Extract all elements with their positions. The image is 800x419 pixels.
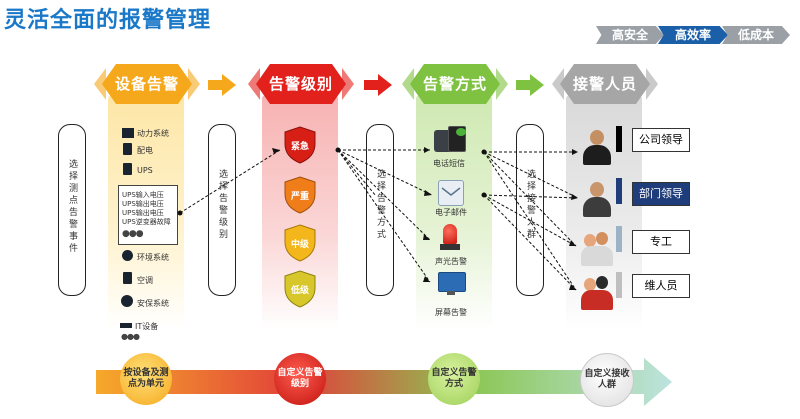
environment-icon	[122, 250, 133, 261]
level-severe-shield[interactable]: 严重	[283, 176, 317, 214]
device-power-system: 动力系统	[137, 129, 169, 138]
alarm-light-icon	[440, 224, 460, 252]
device-air-conditioner: 空调	[137, 276, 153, 285]
page-title: 灵活全面的报警管理	[4, 8, 212, 33]
person-icon	[582, 182, 612, 218]
arrow-right-icon	[208, 74, 236, 96]
receiver-engineer: 专工	[632, 230, 690, 254]
level-urgent-shield[interactable]: 紧急	[283, 126, 317, 164]
ellipsis-dots-icon: ●●●	[122, 229, 144, 239]
it-device-icon	[120, 323, 132, 328]
email-icon	[438, 180, 464, 206]
process-arrow	[96, 358, 672, 406]
header-receivers: 接警人员	[552, 60, 658, 108]
header-alarm-level: 告警级别	[248, 60, 354, 108]
group-icon	[580, 232, 614, 268]
bracket-select-events: 选择测点告警事件	[58, 124, 86, 296]
step-custom-level: 自定义告警级别	[274, 353, 326, 405]
ups-alarm-box: UPS输入电压 UPS输出电压 UPS输出电压 UPS逆变器故障 ●●●	[118, 185, 178, 245]
device-distribution: 配电	[137, 146, 153, 155]
person-icon	[582, 130, 612, 166]
arrow-right-icon	[364, 74, 392, 96]
level-medium-shield[interactable]: 中级	[283, 224, 317, 262]
level-low-shield[interactable]: 低级	[283, 270, 317, 308]
ellipsis-dots-icon: ●●●	[121, 332, 140, 341]
step-device-unit: 按设备及测点为单元	[120, 353, 172, 405]
group-icon	[580, 276, 614, 312]
header-alarm-method: 告警方式	[402, 60, 508, 108]
receiver-company-leader: 公司领导	[632, 128, 690, 152]
power-system-icon	[122, 128, 134, 138]
bracket-select-level: 选择告警级别	[208, 124, 236, 296]
callout-bar	[616, 272, 622, 298]
screen-icon	[438, 272, 466, 296]
device-it: IT设备	[135, 322, 159, 331]
ups-icon	[123, 163, 132, 175]
phone-sms-icon	[434, 126, 466, 156]
device-ups: UPS	[137, 166, 153, 175]
method-screen: 屏幕告警	[435, 308, 467, 317]
bracket-select-receivers: 选择接警人群	[516, 124, 544, 296]
method-email: 电子邮件	[435, 208, 467, 217]
header-device-alarm: 设备告警	[94, 60, 200, 108]
receiver-maintenance: 维人员	[632, 274, 690, 298]
method-phone-sms: 电话短信	[433, 159, 465, 168]
bracket-select-method: 选择告警方式	[366, 124, 394, 296]
air-conditioner-icon	[123, 272, 132, 284]
receiver-dept-leader: 部门领导	[632, 182, 690, 206]
callout-bar	[616, 178, 622, 204]
tag-low-cost: 低成本	[722, 26, 790, 44]
step-custom-receivers: 自定义接收人群	[580, 353, 634, 407]
method-sound-light: 声光告警	[435, 257, 467, 266]
tag-high-security: 高安全	[596, 26, 664, 44]
distribution-icon	[123, 143, 132, 155]
arrow-right-icon	[516, 74, 544, 96]
device-environment: 环境系统	[137, 253, 169, 262]
security-icon	[121, 295, 133, 307]
device-security: 安保系统	[137, 299, 169, 308]
callout-bar	[616, 126, 622, 152]
step-custom-method: 自定义告警方式	[428, 353, 480, 405]
callout-bar	[616, 226, 622, 252]
tag-high-efficiency: 高效率	[658, 26, 728, 44]
